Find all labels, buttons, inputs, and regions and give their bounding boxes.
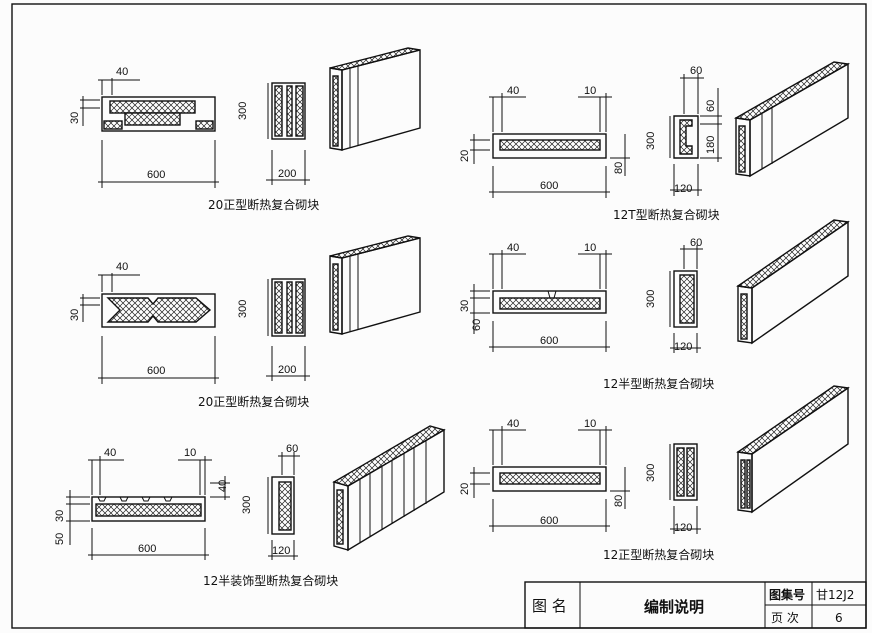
dim-60: 60 bbox=[690, 237, 702, 249]
block-20-standard-1: 40 600 30 300 200 20正型断热复合砌块 bbox=[69, 47, 421, 212]
dim-30: 30 bbox=[69, 309, 81, 321]
atlas-number-value: 甘12J2 bbox=[816, 588, 854, 602]
dim-120: 120 bbox=[272, 545, 290, 557]
isometric-view bbox=[736, 385, 850, 514]
dim-40: 40 bbox=[217, 480, 229, 492]
block-12-standard: 40 10 600 20 80 300 120 12正型断热复合砌块 bbox=[459, 385, 850, 562]
dim-10: 10 bbox=[584, 242, 596, 254]
block-12-half-decorative: 40 10 600 30 50 40 60 300 120 bbox=[54, 425, 446, 588]
dim-60: 60 bbox=[471, 319, 483, 331]
dim-10: 10 bbox=[584, 418, 596, 430]
dim-600: 600 bbox=[540, 180, 558, 192]
dim-10: 10 bbox=[184, 447, 196, 459]
plan-view bbox=[66, 456, 230, 560]
dim-30: 30 bbox=[54, 510, 66, 522]
dim-60: 60 bbox=[286, 443, 298, 455]
side-view bbox=[266, 82, 310, 185]
title-name-label: 图 名 bbox=[532, 597, 567, 615]
dim-80: 80 bbox=[613, 495, 625, 507]
sheet-border bbox=[11, 3, 867, 629]
isometric-view bbox=[332, 425, 446, 552]
caption-12-half-decorative: 12半装饰型断热复合砌块 bbox=[203, 573, 338, 588]
isometric-view bbox=[329, 47, 421, 151]
dim-300: 300 bbox=[645, 290, 657, 308]
side-view bbox=[267, 452, 300, 560]
dim-20: 20 bbox=[459, 150, 471, 162]
page-number: 6 bbox=[835, 611, 843, 625]
dim-10: 10 bbox=[584, 85, 596, 97]
isometric-view bbox=[733, 61, 851, 178]
dim-300: 300 bbox=[237, 102, 249, 120]
caption-12-t-type: 12T型断热复合砌块 bbox=[613, 207, 720, 222]
dim-180: 180 bbox=[705, 136, 717, 154]
caption-20-standard-1: 20正型断热复合砌块 bbox=[208, 197, 319, 212]
dim-300: 300 bbox=[645, 464, 657, 482]
plan-view bbox=[470, 250, 612, 352]
page-label: 页 次 bbox=[771, 611, 799, 625]
block-20-standard-2: 40 600 30 300 200 20正型断热复合砌块 bbox=[69, 235, 421, 409]
plan-view bbox=[470, 93, 630, 198]
block-12-t-type: 40 10 600 20 80 60 300 60 180 120 bbox=[459, 61, 851, 222]
dim-30: 30 bbox=[459, 300, 471, 312]
dim-40: 40 bbox=[116, 261, 128, 273]
dim-300: 300 bbox=[237, 300, 249, 318]
side-view bbox=[266, 278, 310, 381]
atlas-number-label: 图集号 bbox=[769, 587, 805, 602]
dim-300: 300 bbox=[645, 132, 657, 150]
isometric-view bbox=[329, 235, 421, 335]
dim-300: 300 bbox=[241, 496, 253, 514]
dim-40: 40 bbox=[507, 418, 519, 430]
dim-120: 120 bbox=[674, 522, 692, 534]
dim-60: 60 bbox=[705, 100, 717, 112]
side-view bbox=[669, 245, 703, 353]
dim-200: 200 bbox=[278, 168, 296, 180]
plan-view bbox=[470, 426, 630, 532]
dim-80: 80 bbox=[613, 162, 625, 174]
dim-600: 600 bbox=[540, 515, 558, 527]
dim-120: 120 bbox=[674, 341, 692, 353]
dim-40: 40 bbox=[507, 242, 519, 254]
dim-50: 50 bbox=[54, 533, 66, 545]
dim-30: 30 bbox=[69, 112, 81, 124]
block-12-half-type: 40 10 600 30 60 60 300 120 12半型断热复合砌块 bbox=[459, 219, 850, 391]
caption-12-standard: 12正型断热复合砌块 bbox=[603, 547, 714, 562]
side-view bbox=[669, 74, 722, 196]
dim-600: 600 bbox=[540, 335, 558, 347]
dim-40: 40 bbox=[104, 447, 116, 459]
caption-20-standard-2: 20正型断热复合砌块 bbox=[198, 394, 309, 409]
dim-40: 40 bbox=[507, 85, 519, 97]
isometric-view bbox=[736, 219, 850, 345]
dim-40: 40 bbox=[116, 66, 128, 78]
side-view bbox=[669, 443, 701, 534]
dim-20: 20 bbox=[459, 483, 471, 495]
dim-200: 200 bbox=[278, 364, 296, 376]
title-name-value: 编制说明 bbox=[644, 598, 704, 616]
plan-view bbox=[80, 273, 219, 384]
dim-60: 60 bbox=[690, 65, 702, 77]
dim-600: 600 bbox=[138, 543, 156, 555]
plan-view bbox=[80, 78, 219, 188]
dim-600: 600 bbox=[147, 169, 165, 181]
dim-120: 120 bbox=[674, 183, 692, 195]
caption-12-half-type: 12半型断热复合砌块 bbox=[603, 376, 714, 391]
title-block: 图 名 编制说明 图集号 甘12J2 页 次 6 bbox=[524, 581, 867, 629]
dim-600: 600 bbox=[147, 365, 165, 377]
